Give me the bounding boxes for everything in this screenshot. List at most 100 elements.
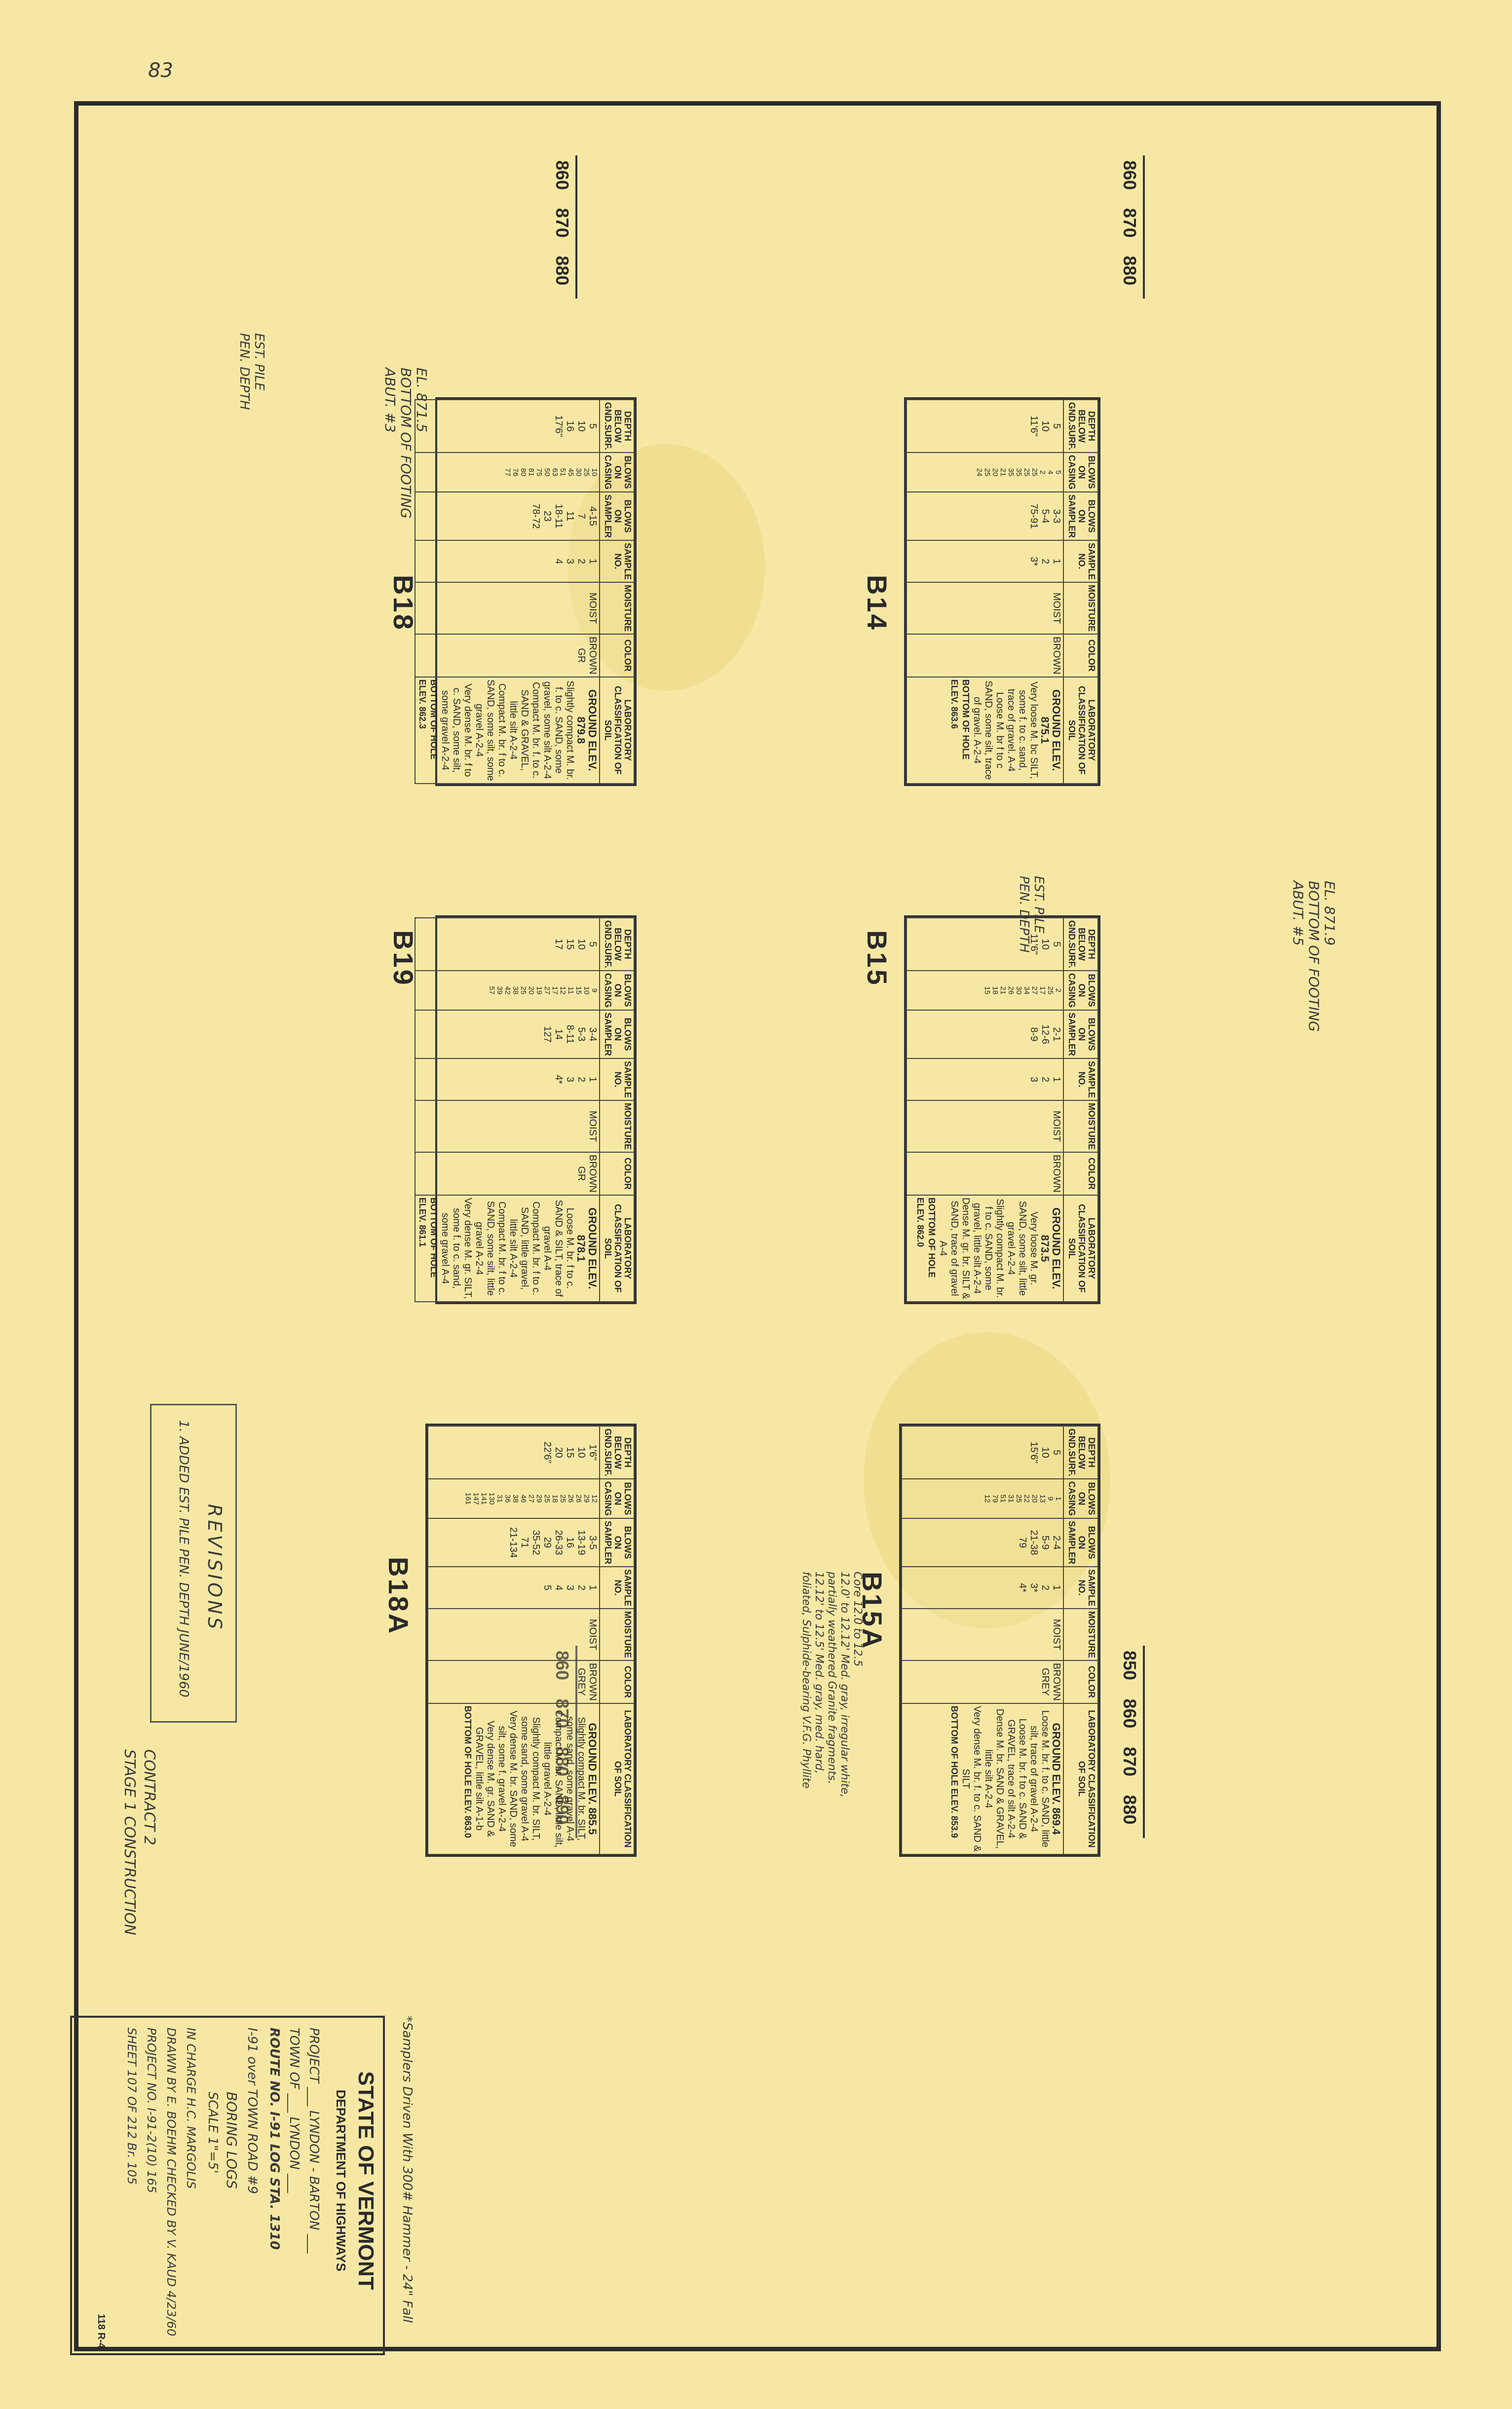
hdr-moisture: MOISTURE [600, 1100, 634, 1153]
ground-elev: GROUND ELEV. 885.5 [586, 1723, 599, 1835]
casing-value: 25 [1022, 468, 1031, 477]
soil-desc: Slightly compact M. br. f to c. SAND, so… [972, 1199, 1005, 1298]
depths-value: 1'6" [587, 1444, 598, 1461]
casing-value: 12 [590, 1494, 599, 1503]
depths-value: 15 [565, 939, 575, 950]
soil-desc: Very dense M. br. f. to c. SAND & SILT [960, 1706, 983, 1852]
hdr-sampler: BLOWS ON SAMPLER [600, 492, 634, 541]
samples-value: 2 [576, 1076, 587, 1083]
casing-value: 22 [1022, 1494, 1031, 1503]
moist-col: MOIST [907, 1100, 1063, 1153]
depths-value: 11'6" [1028, 415, 1039, 437]
depths-value: 10 [1040, 420, 1051, 432]
hdr-sample: SAMPLE NO. [600, 1058, 634, 1101]
hdr-moisture: MOISTURE [1063, 582, 1098, 635]
soil-desc: Loose M. br. f to c. SAND & SILT, trace … [542, 1200, 575, 1297]
samples-value: 1 [587, 558, 598, 565]
casing-value: 13 [1038, 1494, 1047, 1503]
soil-desc: Very dense M. gr. SAND & GRAVEL, little … [474, 1721, 496, 1837]
depths-value: 10 [576, 1447, 587, 1458]
sampler-value: 8-9 [1028, 1027, 1039, 1042]
paper-stain [567, 444, 765, 691]
sampler-value: 5-4 [1040, 509, 1051, 524]
casing-value: 9 [590, 988, 599, 993]
hdr-sampler: BLOWS ON SAMPLER [600, 1010, 634, 1059]
casing-value: 34 [1022, 986, 1031, 995]
hdr-sampler: BLOWS ON SAMPLER [1063, 1518, 1098, 1567]
footing-label: BOTTOM OF FOOTING [398, 368, 414, 519]
casing-value: 76 [511, 468, 520, 477]
casing-value: 35 [1007, 468, 1015, 477]
casing-value: 25 [983, 468, 991, 477]
casing-value: 19 [535, 986, 543, 995]
casing-value: 2 [1038, 470, 1047, 475]
hdr-casing: BLOWS ON CASING [600, 971, 634, 1011]
pile-note-line: EST. PILE [252, 333, 266, 391]
pile-note-line: PEN. DEPTH [1017, 876, 1031, 953]
sampler-value: 78-72 [530, 503, 541, 529]
sampler-value: 14 [553, 1028, 564, 1040]
hdr-depth: DEPTH BELOW GND.SURF. [600, 1426, 634, 1479]
hdr-depth: DEPTH BELOW GND.SURF. [600, 400, 634, 453]
soil-desc: Compact M. br. f to c. SAND, some silt, … [474, 679, 507, 781]
boring-name-b18a: B18A [383, 1557, 414, 1636]
color-value: BROWN [587, 1663, 598, 1701]
core-line: 12.12' to 12.5' Med. gray, med. hard, fo… [800, 1572, 825, 1789]
hdr-sampler: BLOWS ON SAMPLER [1063, 1010, 1098, 1059]
hdr-sample: SAMPLE NO. [1063, 1567, 1098, 1609]
corner-mark: 83 [148, 59, 173, 82]
corner-code: 118 R-4 [96, 2313, 107, 2348]
depths-value: 17 [553, 939, 564, 950]
samples-value: 4* [1017, 1583, 1028, 1592]
drawing-title: BORING LOGS [224, 2092, 240, 2189]
revisions-box: REVISIONS 1. ADDED EST. PILE PEN. DEPTH … [150, 1404, 237, 1723]
depths-value: 5 [1051, 1449, 1062, 1456]
casing-value: 20 [991, 468, 999, 477]
boring-log-b15: DEPTH BELOW GND.SURF. BLOWS ON CASING BL… [904, 915, 1100, 1304]
contract-line-1: CONTRACT 2 [141, 1749, 158, 1845]
hdr-lab: LABORATORY CLASSIFICATION OF SOIL [1063, 677, 1098, 784]
bottom-of-hole: BOTTOM OF HOLE ELEV. 863.6 [949, 679, 971, 760]
footing-note-abut3: EL. 871.5 BOTTOM OF FOOTING ABUT. #3 [382, 368, 430, 519]
hdr-sample: SAMPLE NO. [1063, 1058, 1098, 1101]
soil-desc: Very dense M. br. SAND, some silt, some … [496, 1710, 519, 1847]
sampler-value: 3-3 [1051, 509, 1062, 524]
hdr-moisture: MOISTURE [1063, 1100, 1098, 1153]
sampler-value: 2-1 [1051, 1027, 1062, 1042]
sampler-value: 3-5 [587, 1535, 598, 1550]
soil-desc: Slightly compact M. br. SILT, some sand,… [519, 1716, 541, 1842]
casing-value: 4 [1046, 470, 1055, 475]
hdr-color: COLOR [600, 1660, 634, 1703]
sampler-value: 12-6 [1040, 1024, 1051, 1045]
boring-name-b18: B18 [388, 575, 419, 632]
sampler-value: 26-33 [553, 1530, 564, 1555]
casing-value: 27 [1030, 986, 1039, 995]
sampler-value: 23 [542, 510, 553, 522]
elevation-scale [1143, 1646, 1145, 1838]
hdr-lab: LABORATORY CLASSIFICATION OF SOIL [1063, 1195, 1098, 1302]
elevation-label: 850 [1120, 1651, 1140, 1681]
contract-line-2: STAGE 1 CONSTRUCTION [121, 1749, 138, 1935]
route-line: ROUTE NO. I-91 LOG STA. 1310 [267, 2028, 282, 2250]
footing-elev: EL. 871.9 [1322, 881, 1338, 946]
core-line: Core 12.0 to 12.5 [851, 1572, 864, 1667]
casing-value: 10 [590, 468, 599, 477]
casing-value: 50 [543, 468, 551, 477]
sampler-value: 2-4 [1051, 1535, 1062, 1550]
moist-col: MOIST [428, 1609, 600, 1661]
casing-value: 27 [527, 1494, 535, 1503]
hdr-color: COLOR [600, 1152, 634, 1195]
pile-note-2: EST. PILE PEN. DEPTH [1017, 876, 1046, 953]
moist-col: MOIST [902, 1609, 1063, 1661]
